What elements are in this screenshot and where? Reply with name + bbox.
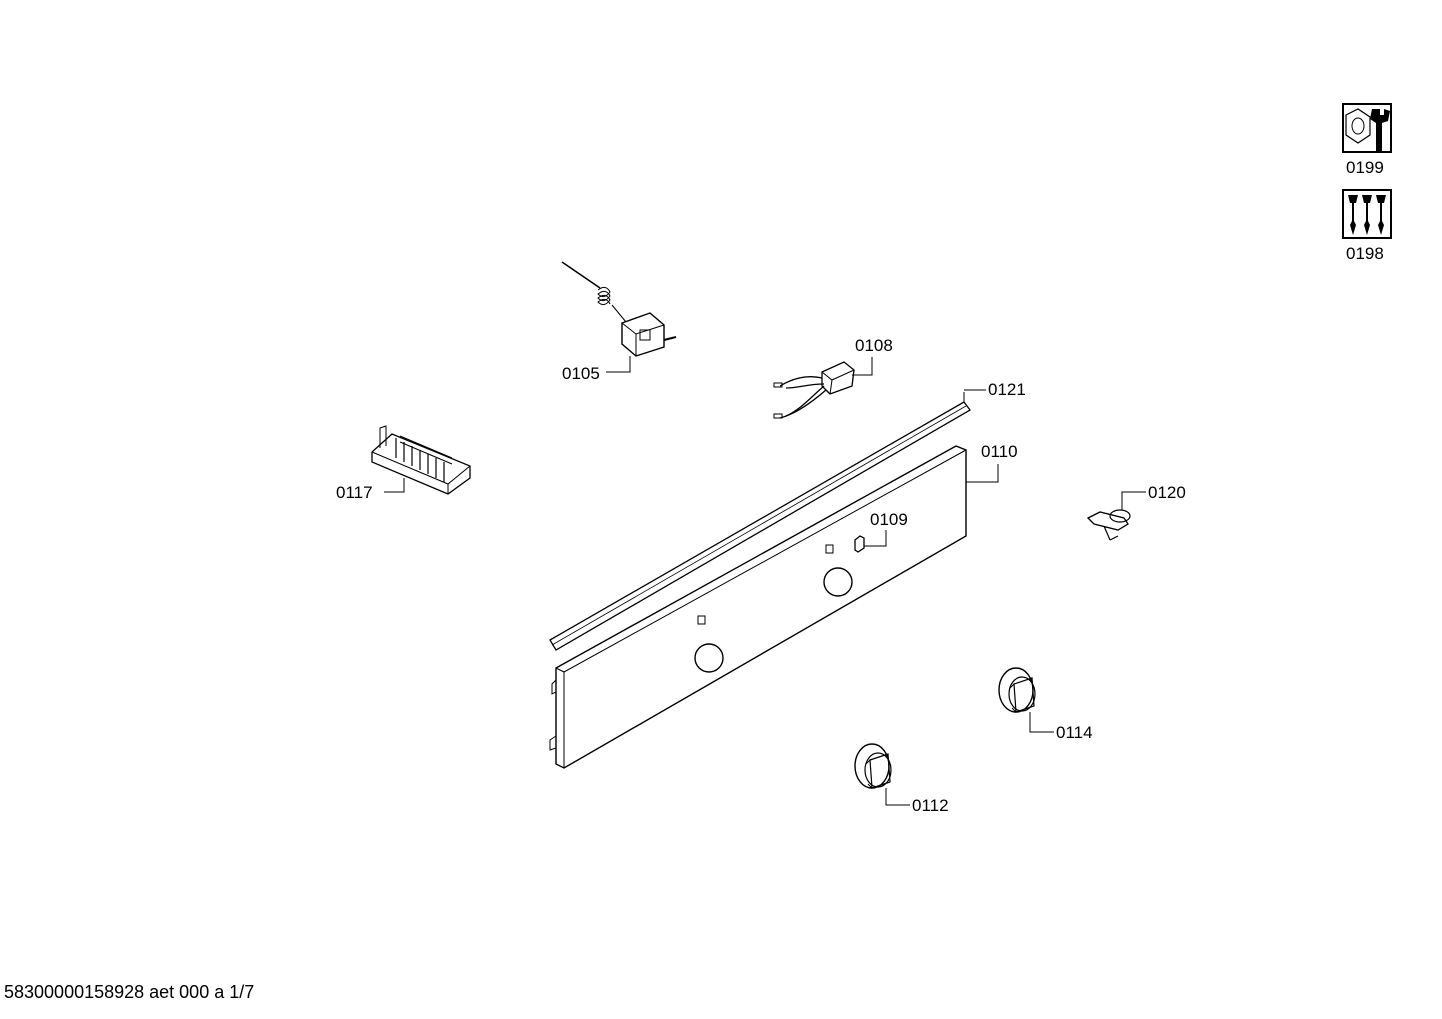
indicator-part xyxy=(854,535,865,553)
part-label-0108: 0108 xyxy=(855,336,893,355)
part-label-0112: 0112 xyxy=(912,796,949,815)
bracket-part xyxy=(1086,509,1131,541)
trim-strip-part xyxy=(549,392,971,651)
leader-0114 xyxy=(1029,712,1054,733)
leader-0108 xyxy=(852,357,873,376)
leader-0117 xyxy=(384,478,405,493)
leader-0110 xyxy=(966,464,999,483)
document-code: 58300000158928 aet 000 a 1/7 xyxy=(4,982,255,1002)
screwdrivers-tool-icon xyxy=(1342,189,1392,239)
control-panel-part xyxy=(549,445,967,769)
leader-0105 xyxy=(606,356,631,373)
leader-0109 xyxy=(864,530,887,547)
part-label-0114: 0114 xyxy=(1056,723,1093,742)
switch-part xyxy=(773,361,855,419)
tool-label-0198: 0198 xyxy=(1346,244,1384,263)
terminal-block-part xyxy=(371,425,471,495)
screwdriver-icon xyxy=(1348,195,1386,235)
wrench-icon xyxy=(1345,108,1390,151)
knob-upper-part xyxy=(998,667,1036,713)
part-label-0120: 0120 xyxy=(1148,483,1186,502)
part-label-0105: 0105 xyxy=(562,364,600,383)
part-label-0121: 0121 xyxy=(988,380,1026,399)
leader-0112 xyxy=(885,788,910,806)
knob-lower-part xyxy=(854,743,892,789)
tool-label-0199: 0199 xyxy=(1346,158,1384,177)
leader-0120 xyxy=(1121,491,1146,510)
part-label-0117: 0117 xyxy=(336,483,373,502)
thermostat-part xyxy=(561,261,677,357)
wrench-tool-icon xyxy=(1342,103,1392,153)
part-label-0110: 0110 xyxy=(981,442,1018,461)
part-label-0109: 0109 xyxy=(870,510,908,529)
